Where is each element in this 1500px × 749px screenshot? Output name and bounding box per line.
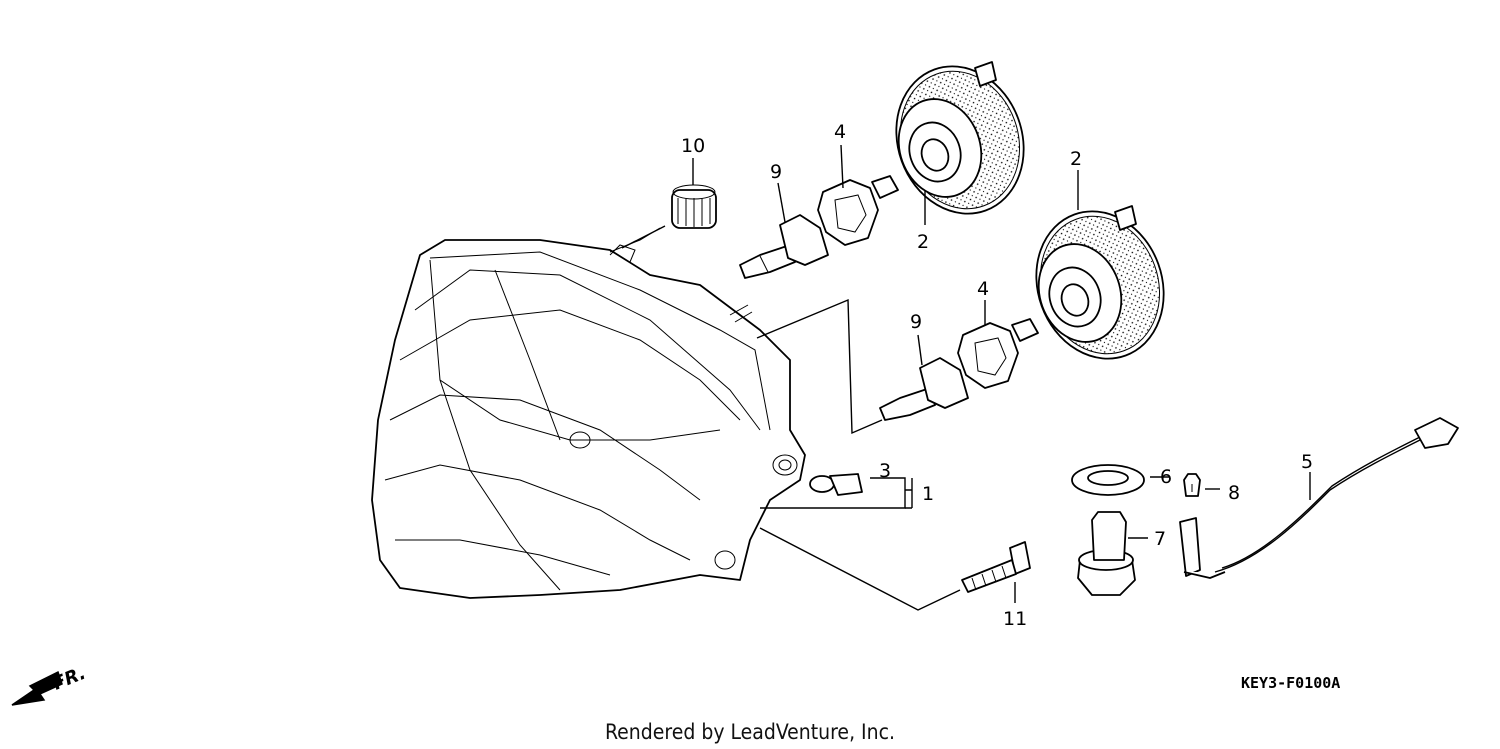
diagram-code: KEY3-F0100A bbox=[1241, 674, 1340, 692]
headlight-assembly bbox=[371, 227, 806, 599]
screw-part-11 bbox=[961, 541, 1031, 593]
callout-10: 10 bbox=[681, 135, 705, 157]
footer-credit: Rendered by LeadVenture, Inc. bbox=[605, 720, 895, 744]
callout-11: 11 bbox=[1003, 608, 1027, 630]
seal-ring-part-6 bbox=[1071, 464, 1145, 496]
callout-1: 1 bbox=[922, 483, 934, 505]
socket-part-4-lower bbox=[957, 318, 1039, 389]
callout-9-upper: 9 bbox=[770, 161, 782, 183]
front-arrow-icon bbox=[11, 670, 63, 706]
callout-5: 5 bbox=[1301, 451, 1313, 473]
callout-7: 7 bbox=[1154, 528, 1166, 550]
socket-part-7 bbox=[1077, 511, 1136, 596]
front-direction-indicator: FR. bbox=[11, 663, 89, 706]
callout-2-lower: 2 bbox=[1070, 148, 1082, 170]
callout-9-lower: 9 bbox=[910, 311, 922, 333]
callout-4-upper: 4 bbox=[834, 121, 846, 143]
leader-lines bbox=[692, 144, 1311, 611]
callout-8: 8 bbox=[1228, 482, 1240, 504]
callout-6: 6 bbox=[1160, 466, 1172, 488]
socket-part-4-upper bbox=[817, 175, 899, 246]
bulb-part-9-lower bbox=[879, 357, 969, 421]
bulb-part-9-upper bbox=[739, 214, 829, 279]
bulb-part-8 bbox=[1183, 473, 1201, 497]
dust-cover-part-2-lower bbox=[1035, 205, 1165, 360]
wire-harness-part-5 bbox=[1179, 417, 1459, 579]
clip-part-3 bbox=[809, 473, 863, 496]
callout-3: 3 bbox=[879, 460, 891, 482]
callout-labels: 10 9 4 2 2 9 4 3 1 6 8 7 5 11 bbox=[681, 121, 1313, 630]
dust-cover-part-2-upper bbox=[895, 61, 1025, 215]
grommet-part-10 bbox=[621, 184, 717, 249]
callout-4-lower: 4 bbox=[977, 278, 989, 300]
front-label: FR. bbox=[50, 663, 89, 695]
callout-2-upper: 2 bbox=[917, 231, 929, 253]
